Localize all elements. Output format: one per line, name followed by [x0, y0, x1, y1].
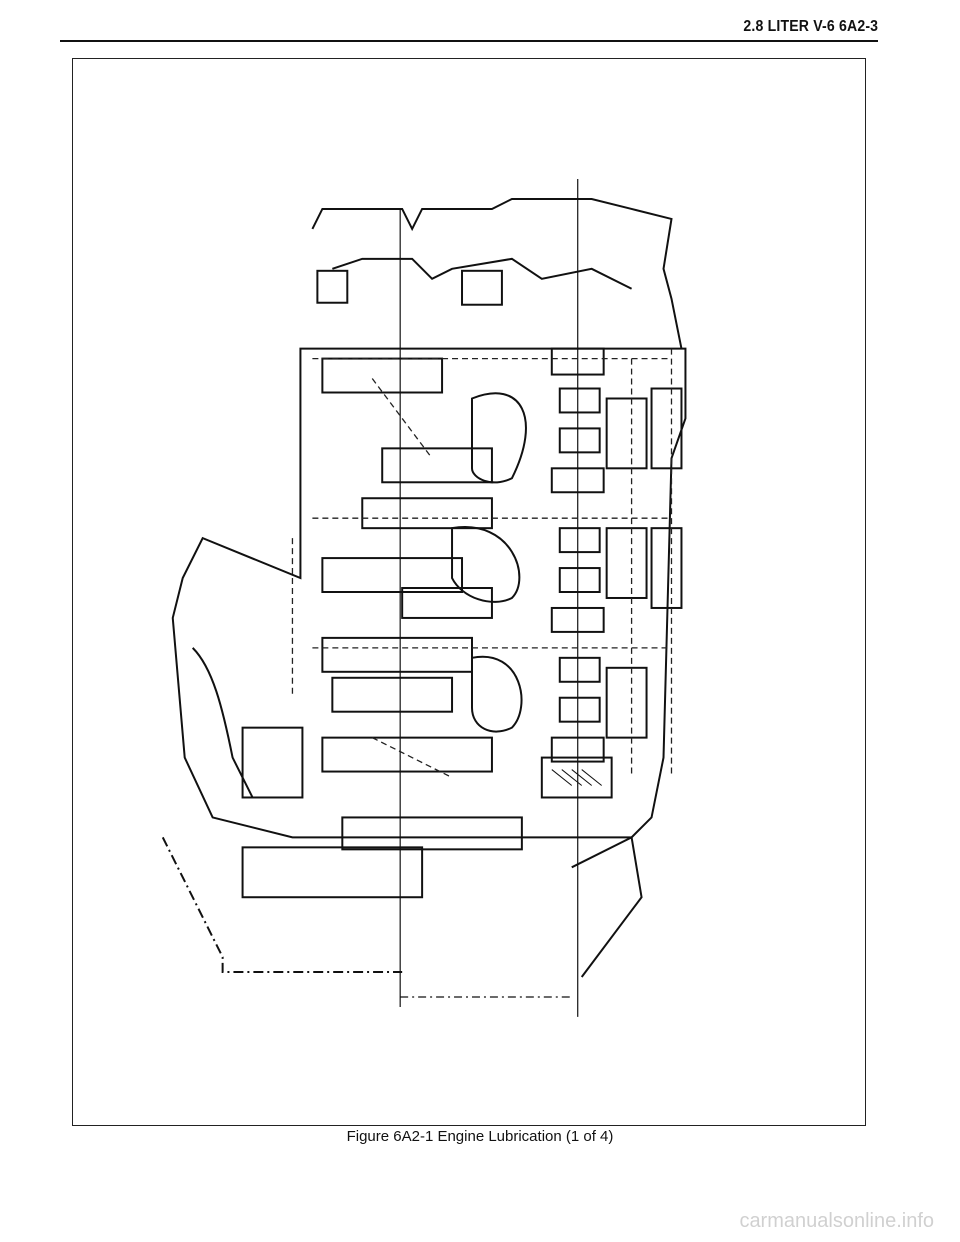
page-header: 2.8 LITER V-6 6A2-3 — [60, 18, 878, 42]
watermark: carmanualsonline.info — [739, 1210, 934, 1232]
engine-lubrication-illustration — [161, 179, 687, 1017]
header-rule — [60, 40, 878, 42]
figure-frame — [72, 58, 866, 1126]
section-title: 2.8 LITER V-6 6A2-3 — [743, 18, 878, 35]
figure-caption: Figure 6A2-1 Engine Lubrication (1 of 4) — [346, 1128, 614, 1145]
